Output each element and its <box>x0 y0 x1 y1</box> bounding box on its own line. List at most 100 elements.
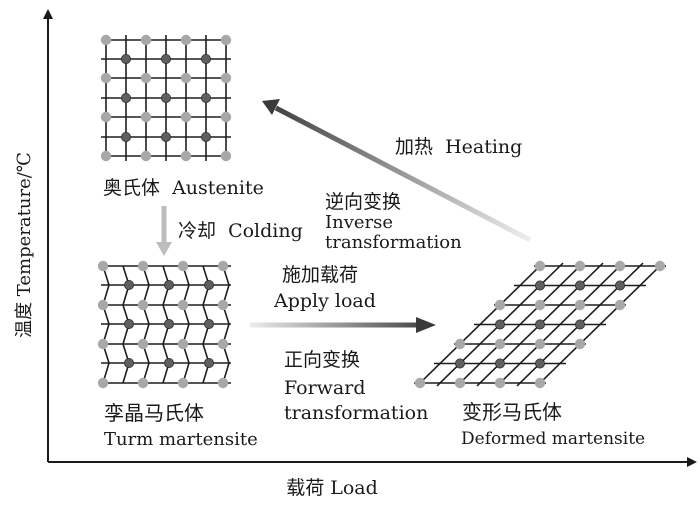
deformed-martensite-label-en: Deformed martensite <box>461 429 645 449</box>
atom-interstitial <box>121 54 132 65</box>
deformed-martensite-lattice <box>414 260 666 389</box>
atom-interstitial <box>124 357 135 368</box>
atom-corner <box>654 260 666 272</box>
atom-corner <box>137 377 149 389</box>
atom-corner <box>140 150 152 162</box>
atom-interstitial <box>454 358 465 369</box>
twinned-martensite-lattice <box>97 260 231 389</box>
austenite-label-en: Austenite <box>171 177 264 199</box>
atom-interstitial <box>160 54 171 65</box>
atom-interstitial <box>494 358 505 369</box>
lattice-bond <box>536 262 664 387</box>
atom-corner <box>614 299 626 311</box>
forward-label-en-2: transformation <box>284 402 428 424</box>
atom-corner <box>220 72 232 84</box>
lattice-bond <box>102 265 110 384</box>
austenite-label: 奥氏体 Austenite <box>103 177 264 199</box>
forward-label-zh: 正向变换 <box>284 349 360 371</box>
atom-corner <box>220 111 232 123</box>
lattice-bond <box>416 262 544 387</box>
atom-corner <box>614 260 626 272</box>
atom-corner <box>137 299 149 311</box>
atom-corner <box>217 338 229 350</box>
atom-corner <box>574 338 586 350</box>
atom-interstitial <box>575 280 586 291</box>
atom-corner <box>454 377 466 389</box>
atom-corner <box>574 260 586 272</box>
atom-interstitial <box>200 93 211 104</box>
atom-corner <box>97 338 109 350</box>
atom-interstitial <box>615 280 626 291</box>
twinned-martensite-label: 孪晶马氏体 Turm martensite <box>104 401 258 450</box>
atom-interstitial <box>121 131 132 142</box>
apply-load-label-en: Apply load <box>273 290 376 312</box>
atom-corner <box>177 377 189 389</box>
inverse-transformation-label: 逆向变换 Inverse transformation <box>325 191 462 253</box>
deformed-martensite-label-zh: 变形马氏体 <box>462 400 562 424</box>
atom-interstitial <box>203 279 214 290</box>
atom-interstitial <box>160 131 171 142</box>
lattice-bond <box>182 265 190 384</box>
atom-interstitial <box>163 279 174 290</box>
atom-interstitial <box>203 318 214 329</box>
austenite-lattice <box>100 34 232 162</box>
twinned-martensite-label-zh: 孪晶马氏体 <box>104 401 204 425</box>
atom-corner <box>177 260 189 272</box>
atom-corner <box>97 299 109 311</box>
atom-corner <box>177 338 189 350</box>
heating-label-zh: 加热 <box>395 136 433 158</box>
atom-corner <box>494 377 506 389</box>
atom-corner <box>100 150 112 162</box>
cooling-label-zh: 冷却 <box>178 220 216 242</box>
atom-corner <box>100 34 112 46</box>
atom-interstitial <box>163 318 174 329</box>
y-axis-label: 温度 Temperature/℃ <box>14 152 35 338</box>
atom-interstitial <box>160 93 171 104</box>
atom-interstitial <box>163 357 174 368</box>
atom-corner <box>220 150 232 162</box>
atom-corner <box>534 260 546 272</box>
atom-corner <box>414 377 426 389</box>
inverse-label-zh: 逆向变换 <box>325 191 401 213</box>
atom-corner <box>217 299 229 311</box>
svg-text:冷却 Colding: 冷却 Colding <box>178 220 303 242</box>
atom-corner <box>180 34 192 46</box>
atom-corner <box>534 377 546 389</box>
cooling-arrow <box>156 206 172 256</box>
atom-interstitial <box>203 357 214 368</box>
atom-interstitial <box>575 319 586 330</box>
atom-interstitial <box>535 280 546 291</box>
atom-corner <box>220 34 232 46</box>
atom-interstitial <box>535 358 546 369</box>
deformed-martensite-label: 变形马氏体 Deformed martensite <box>461 400 645 449</box>
atom-interstitial <box>200 131 211 142</box>
heating-label: 加热 Heating <box>395 136 522 158</box>
apply-load-label: 施加载荷 Apply load <box>273 264 376 312</box>
atom-corner <box>494 338 506 350</box>
atom-interstitial <box>124 279 135 290</box>
atom-corner <box>100 111 112 123</box>
atom-interstitial <box>200 54 211 65</box>
cooling-label-en: Colding <box>228 220 303 242</box>
atom-corner <box>494 299 506 311</box>
atom-corner <box>180 150 192 162</box>
atom-corner <box>177 299 189 311</box>
apply-load-arrow <box>250 317 436 333</box>
atom-corner <box>140 34 152 46</box>
lattice-bond <box>142 265 150 384</box>
lattice-bond <box>222 265 230 384</box>
svg-text:奥氏体 Austenite: 奥氏体 Austenite <box>103 177 264 199</box>
atom-corner <box>140 72 152 84</box>
atom-corner <box>217 260 229 272</box>
axes: 温度 Temperature/℃ 载荷 Load <box>14 9 697 499</box>
atom-interstitial <box>121 93 132 104</box>
twinned-martensite-label-en: Turm martensite <box>104 429 258 450</box>
atom-interstitial <box>124 318 135 329</box>
atom-corner <box>97 377 109 389</box>
atom-corner <box>454 338 466 350</box>
atom-interstitial <box>535 319 546 330</box>
lattice-bond <box>456 262 584 387</box>
forward-transformation-label: 正向变换 Forward transformation <box>284 349 428 424</box>
x-axis-label: 载荷 Load <box>286 477 378 499</box>
